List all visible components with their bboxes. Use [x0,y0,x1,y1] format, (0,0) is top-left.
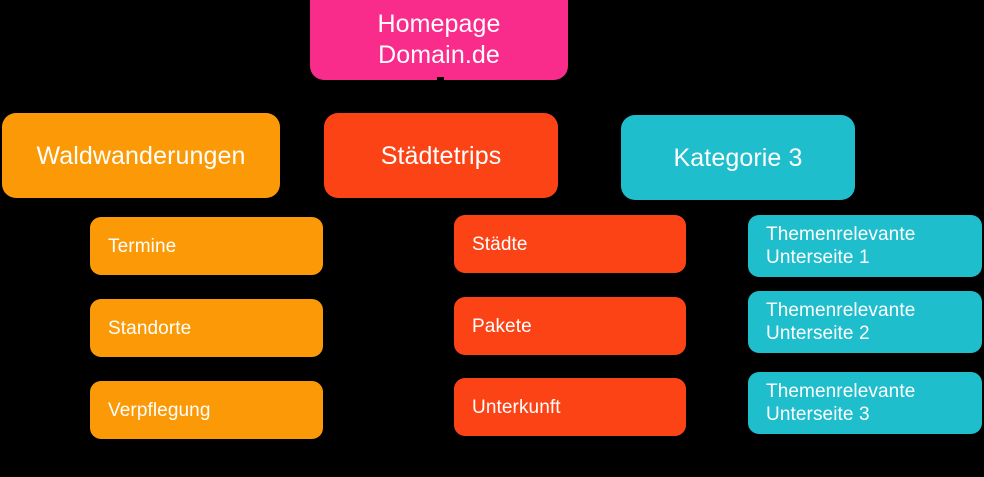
node-category-kategorie-3[interactable]: Kategorie 3 [621,115,855,200]
node-subpage-verpflegung[interactable]: Verpflegung [90,381,323,439]
node-subpage-termine-label: Termine [108,235,177,257]
node-category-kategorie-3-label: Kategorie 3 [673,143,803,172]
node-category-staedtetrips-label: Städtetrips [380,141,502,170]
node-subpage-unterkunft-label: Unterkunft [472,396,561,418]
node-subpage-verpflegung-label: Verpflegung [108,399,211,421]
node-category-staedtetrips[interactable]: Städtetrips [324,113,558,198]
root-connector-notch [437,77,444,81]
node-subpage-staedte[interactable]: Städte [454,215,686,273]
node-subpage-standorte-label: Standorte [108,317,192,339]
node-subpage-pakete-label: Pakete [472,315,532,337]
node-subpage-unterkunft[interactable]: Unterkunft [454,378,686,436]
node-subpage-pakete[interactable]: Pakete [454,297,686,355]
node-category-waldwanderungen[interactable]: Waldwanderungen [2,113,280,198]
node-category-waldwanderungen-label: Waldwanderungen [36,141,246,170]
node-subpage-termine[interactable]: Termine [90,217,323,275]
node-subpage-standorte[interactable]: Standorte [90,299,323,357]
node-subpage-staedte-label: Städte [472,233,528,255]
